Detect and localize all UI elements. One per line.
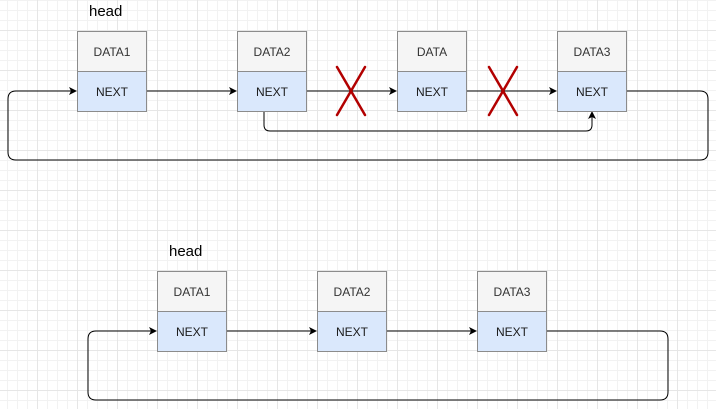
head-label-bottom: head <box>169 243 203 260</box>
cross-mark-1 <box>335 65 367 117</box>
arrow-bottom-loop-data3-to-data1 <box>87 327 669 401</box>
data-cell: DATA3 <box>477 271 547 312</box>
node-data1: DATA1 NEXT <box>77 31 147 112</box>
next-pointer-cell: NEXT <box>77 71 147 112</box>
cross-mark-2 <box>487 65 519 117</box>
arrow-data2-bypass-to-data3 <box>263 111 596 132</box>
data-cell: DATA1 <box>157 271 227 312</box>
data-cell: DATA2 <box>317 271 387 312</box>
next-pointer-cell: NEXT <box>397 71 467 112</box>
next-pointer-cell: NEXT <box>317 311 387 352</box>
node-bottom-data1: DATA1 NEXT <box>157 271 227 352</box>
next-pointer-cell: NEXT <box>477 311 547 352</box>
arrow-loop-data3-to-data1 <box>7 87 709 161</box>
node-data2: DATA2 NEXT <box>237 31 307 112</box>
data-cell: DATA1 <box>77 31 147 72</box>
data-cell: DATA2 <box>237 31 307 72</box>
next-pointer-cell: NEXT <box>557 71 627 112</box>
node-bottom-data2: DATA2 NEXT <box>317 271 387 352</box>
next-pointer-cell: NEXT <box>237 71 307 112</box>
data-cell: DATA <box>397 31 467 72</box>
node-bottom-data3: DATA3 NEXT <box>477 271 547 352</box>
node-data3: DATA3 NEXT <box>557 31 627 112</box>
data-cell: DATA3 <box>557 31 627 72</box>
next-pointer-cell: NEXT <box>157 311 227 352</box>
node-data-removed: DATA NEXT <box>397 31 467 112</box>
head-label-top: head <box>89 3 123 20</box>
